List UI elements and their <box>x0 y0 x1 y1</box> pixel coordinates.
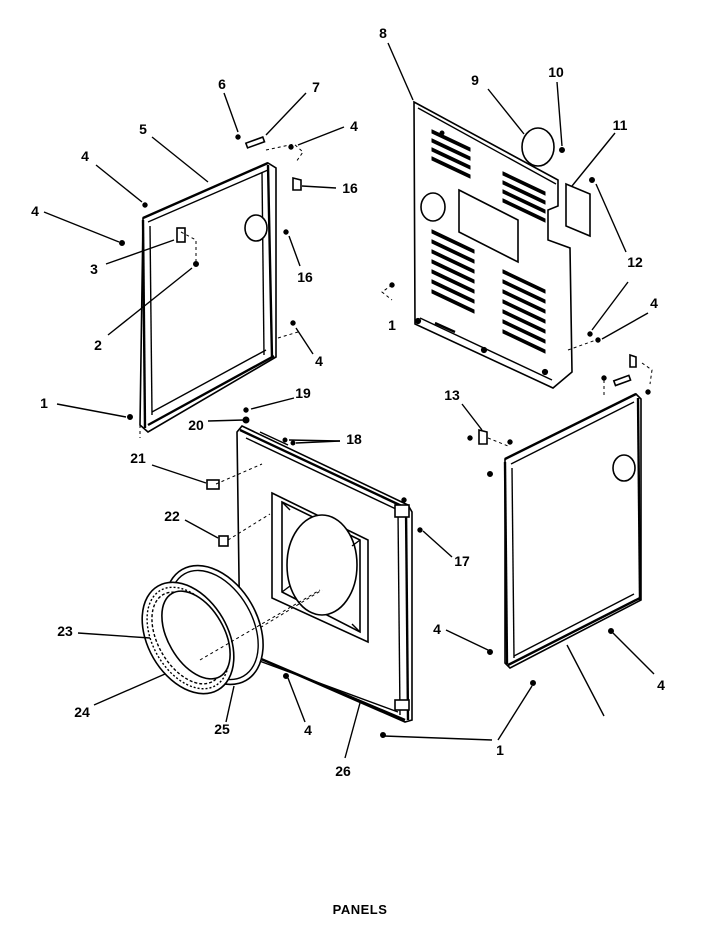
callout-16: 16 <box>297 269 313 285</box>
front-panel-tab <box>394 504 410 518</box>
screw-icon <box>235 134 241 140</box>
screw-icon <box>282 437 288 443</box>
fastener-dot <box>414 317 422 325</box>
rear-louvers-lower-right <box>502 269 546 354</box>
diagram-caption: PANELS <box>332 902 388 917</box>
bracket-14 <box>478 428 488 445</box>
screw-icon <box>401 497 407 503</box>
screw-icon <box>283 673 289 679</box>
callout-12: 11 <box>613 117 628 133</box>
screw-icon <box>587 331 593 337</box>
screw-icon <box>487 649 493 655</box>
callout-18: 19 <box>295 385 311 401</box>
cover-plate-12 <box>565 182 591 238</box>
screw-icon <box>243 407 249 413</box>
screw-icon <box>288 144 294 150</box>
rear-louvers-upper-left <box>431 129 471 179</box>
screw-icon <box>417 527 423 533</box>
callout-4: 4 <box>650 295 658 311</box>
screw-icon <box>290 440 296 446</box>
fastener-dot <box>480 346 488 354</box>
callout-15: 16 <box>342 180 358 196</box>
side-panel-vent-hole <box>244 214 268 242</box>
bracket-icon <box>629 353 637 368</box>
callout-4: 4 <box>315 353 323 369</box>
callout-8: 7 <box>312 79 320 95</box>
screw-icon <box>595 337 601 343</box>
callout-4: 4 <box>31 203 39 219</box>
clip-21 <box>218 535 229 547</box>
screw-icon <box>127 414 133 420</box>
screw-icon <box>601 375 607 381</box>
clip-8 <box>244 136 266 149</box>
callout-3: 3 <box>90 261 98 277</box>
callout-24: 25 <box>214 721 230 737</box>
rear-vent-hole <box>521 127 555 167</box>
callout-1: 1 <box>40 395 48 411</box>
rear-panel-opening <box>458 188 519 264</box>
callout-labels: 6 7 4 5 4 4 3 2 16 16 4 1 8 9 10 11 12 4… <box>31 25 665 779</box>
screw-icon <box>487 471 493 477</box>
bracket-15 <box>292 176 302 191</box>
callout-16: 17 <box>454 553 470 569</box>
screw-icon <box>467 435 473 441</box>
door-ring-assembly <box>141 564 321 695</box>
callout-5: 4 <box>81 148 89 164</box>
rear-louvers-upper-right <box>502 171 546 223</box>
screw-icon <box>119 240 125 246</box>
screw-icon <box>608 628 614 634</box>
screw-icon <box>142 202 148 208</box>
screw-icon <box>645 389 651 395</box>
door-opening <box>286 514 358 616</box>
clip-icon <box>612 374 632 387</box>
callout-4: 4 <box>304 722 312 738</box>
callout-25: 26 <box>335 763 351 779</box>
screw-icon <box>530 680 536 686</box>
callout-1: 1 <box>388 317 396 333</box>
rear-port-hole <box>420 192 446 222</box>
callout-21: 22 <box>164 508 180 524</box>
callout-2: 2 <box>94 337 102 353</box>
left-side-panel <box>119 134 304 438</box>
callout-4: 4 <box>350 118 358 134</box>
side-panel-vent-hole <box>612 454 636 482</box>
callout-20: 21 <box>130 450 146 466</box>
screw-icon <box>507 439 513 445</box>
callout-6: 5 <box>139 121 147 137</box>
front-panel <box>206 407 423 738</box>
callout-10: 9 <box>471 72 479 88</box>
callout-4: 4 <box>433 621 441 637</box>
seal-23 <box>161 590 231 680</box>
screw-icon <box>290 320 296 326</box>
callout-23: 24 <box>74 704 90 720</box>
screw-icon <box>380 732 386 738</box>
right-side-panel <box>467 353 653 686</box>
callout-13: 12 <box>627 254 643 270</box>
clip-20 <box>206 479 220 490</box>
callout-4: 4 <box>657 677 665 693</box>
screw-icon <box>193 261 199 267</box>
callout-17: 18 <box>346 431 362 447</box>
callout-11: 10 <box>548 64 564 80</box>
callout-7: 6 <box>218 76 226 92</box>
rear-panel <box>381 100 601 389</box>
fastener-dot <box>541 368 549 376</box>
callout-1: 1 <box>496 742 504 758</box>
screw-icon <box>559 147 565 153</box>
bracket-3 <box>176 227 186 243</box>
screw-icon <box>283 229 289 235</box>
callout-14: 13 <box>444 387 460 403</box>
screw-icon <box>589 177 595 183</box>
leader-lines <box>43 42 655 759</box>
rear-louvers-lower-left <box>431 229 475 314</box>
callout-9: 8 <box>379 25 387 41</box>
callout-19: 20 <box>188 417 204 433</box>
front-panel-tab <box>394 699 410 711</box>
callout-22: 23 <box>57 623 73 639</box>
